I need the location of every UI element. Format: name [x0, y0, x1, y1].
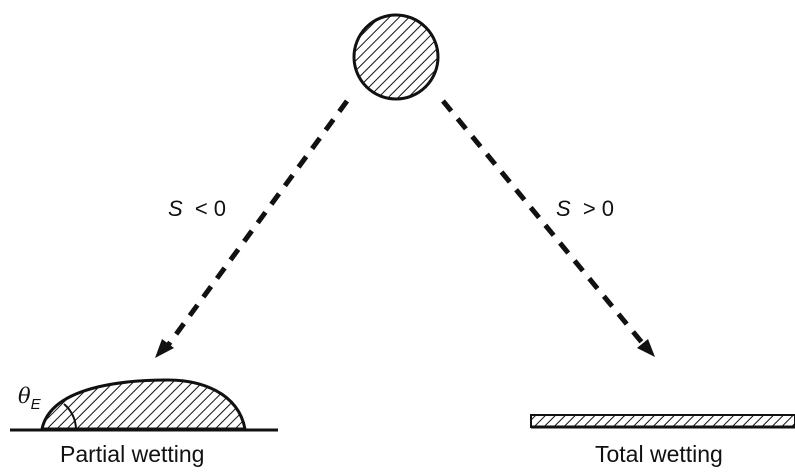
right-arrow-label: S > 0 [552, 192, 636, 222]
contact-angle-arc [63, 403, 77, 430]
partial-wetting-caption: Partial wetting [60, 441, 204, 467]
right-condition: > 0 [583, 196, 614, 221]
initial-droplet [352, 13, 440, 101]
contact-angle-label: θE [18, 384, 42, 413]
svg-text:S < 0: S < 0 [168, 196, 226, 221]
total-wetting-film [530, 414, 795, 428]
spreading-coefficient-symbol: S [556, 196, 571, 221]
partial-wetting-droplet [40, 378, 247, 431]
spreading-coefficient-symbol: S [168, 196, 183, 221]
svg-text:S > 0: S > 0 [556, 196, 614, 221]
left-arrow [155, 99, 350, 358]
total-wetting-caption: Total wetting [595, 441, 723, 467]
left-arrow-label: S < 0 [164, 192, 248, 222]
right-arrow [441, 99, 655, 357]
left-condition: < 0 [195, 196, 226, 221]
